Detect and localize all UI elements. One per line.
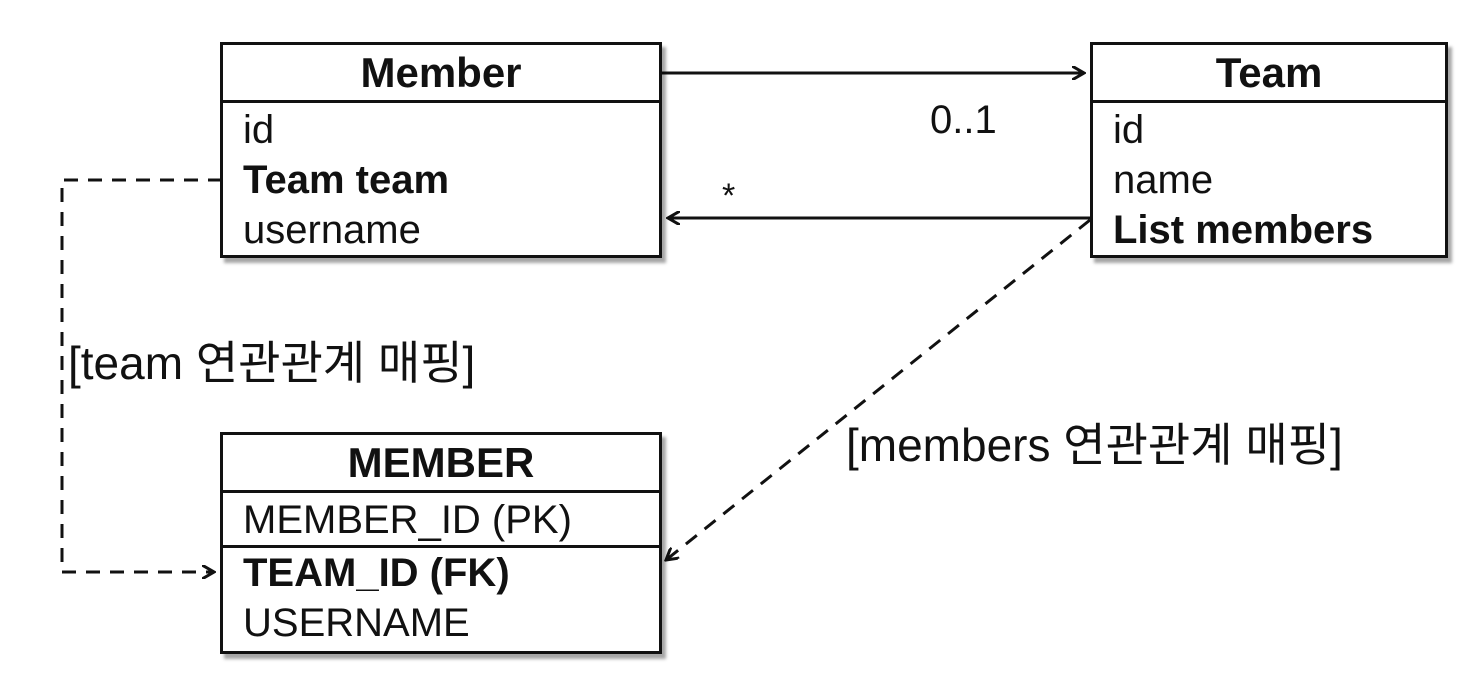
member-table-title: MEMBER — [223, 435, 659, 493]
member-class-box: Member id Team team username — [220, 42, 662, 258]
member-table-fk: TEAM_ID (FK) — [223, 545, 659, 598]
team-class-box: Team id name List members — [1090, 42, 1448, 258]
team-field-members: List members — [1113, 208, 1374, 252]
team-field-name: name — [1113, 158, 1214, 202]
member-table-username: USERNAME — [243, 601, 470, 645]
members-mapping-dashed-line — [666, 218, 1091, 560]
member-field-id: id — [243, 108, 275, 152]
team-mapping-dashed-line — [60, 178, 222, 572]
team-class-title: Team — [1093, 45, 1445, 103]
team-field-id: id — [1113, 108, 1145, 152]
member-field-team: Team team — [243, 158, 450, 202]
member-table-pk: MEMBER_ID (PK) — [243, 498, 572, 542]
member-table-box: MEMBER MEMBER_ID (PK) TEAM_ID (FK) USERN… — [220, 432, 662, 654]
team-mapping-label: [team 연관관계 매핑] — [68, 337, 476, 389]
member-field-username: username — [243, 208, 421, 252]
members-mapping-label: [members 연관관계 매핑] — [846, 419, 1343, 471]
member-class-title: Member — [223, 45, 659, 103]
multiplicity-many: * — [722, 177, 736, 215]
multiplicity-zero-to-one: 0..1 — [930, 98, 997, 142]
